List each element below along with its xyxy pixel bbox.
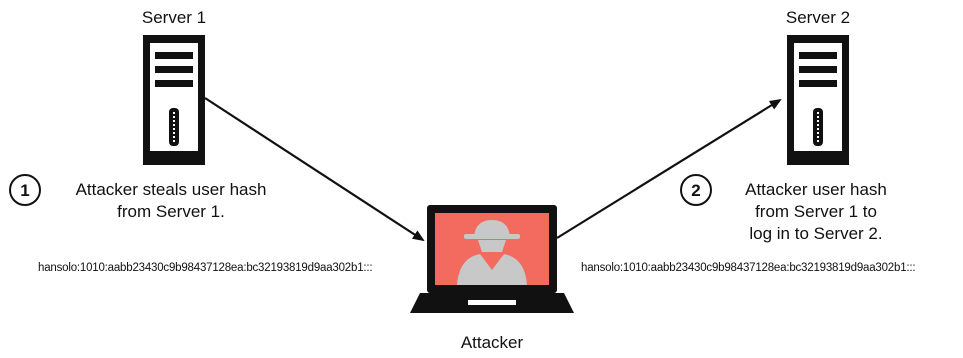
attacker-title: Attacker — [460, 333, 524, 352]
step-1-line-2: from Server 1. — [117, 202, 225, 221]
arrow-attacker-to-server2 — [556, 98, 782, 239]
server-2-title: Server 2 — [785, 8, 851, 27]
hash-right: hansolo:1010:aabb23430c9b98437128ea:bc32… — [581, 262, 916, 274]
step-1-text: Attacker steals user hash from Server 1. — [52, 179, 290, 223]
spy-icon — [457, 220, 527, 285]
step-2-line-1: Attacker user hash — [745, 180, 887, 199]
server-1-title: Server 1 — [141, 8, 207, 27]
step-2-line-3: log in to Server 2. — [749, 224, 883, 243]
server-2-icon — [787, 35, 849, 165]
step-2-badge: 2 — [680, 174, 712, 206]
svg-text:2: 2 — [691, 181, 700, 200]
step-2-text: Attacker user hash from Server 1 to log … — [716, 179, 916, 245]
svg-text:1: 1 — [20, 181, 29, 200]
step-1-line-1: Attacker steals user hash — [75, 180, 267, 199]
laptop-icon — [410, 205, 574, 313]
step-2-line-2: from Server 1 to — [755, 202, 877, 221]
step-1-badge: 1 — [9, 174, 41, 206]
server-1-icon — [143, 35, 205, 165]
arrow-server1-to-attacker — [204, 97, 425, 242]
hash-left: hansolo:1010:aabb23430c9b98437128ea:bc32… — [38, 262, 373, 274]
